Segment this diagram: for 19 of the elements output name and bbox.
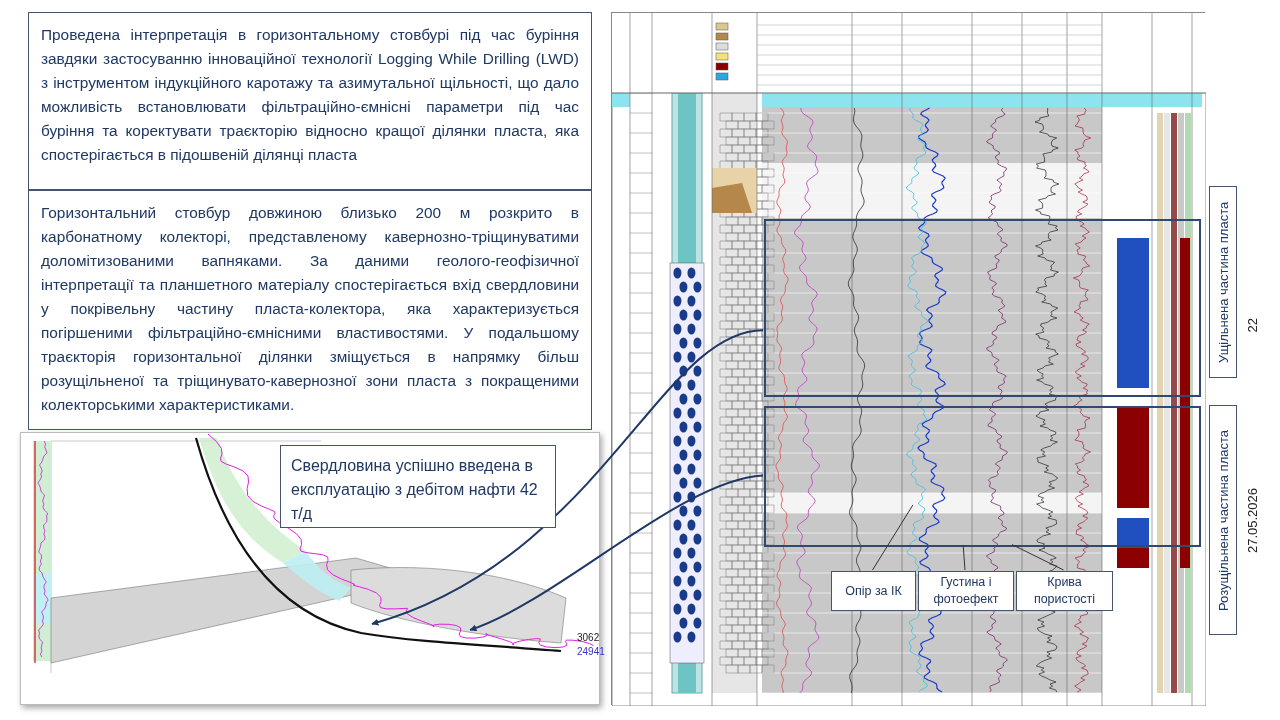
callout-box: Опір за ІК — [831, 571, 916, 611]
highlight-frame — [764, 406, 1201, 547]
curved-arrow — [469, 474, 764, 631]
zone-label: Розущільнена частина пласта — [1209, 405, 1237, 635]
slide-info-label: 27.05.2026 — [1245, 488, 1260, 554]
highlight-frame — [764, 219, 1201, 397]
callout-box: Крива пористості — [1016, 571, 1113, 611]
note-box: Свердловина успішно введена в експлуатацію з дебітом нафти 42 т/д — [280, 445, 556, 528]
zone-label: Ущільнена частина пласта — [1209, 186, 1237, 378]
depth-value-label: 3062 — [577, 632, 600, 643]
text-panel: Проведена інтерпретація в горизонтальному стовбурі під час буріння завдяки застосуванню інноваційної технології Logging While Drilling (LWD) з інструментом індукційного каротажу та азимутальної щільності, що дало можливість встановлювати фільтраційно-ємнісні параметри під час буріння та коректувати траєкторію відносно кращої ділянки пласта, яка спостерігається в підошвеній ділянці пласта — [28, 12, 592, 190]
text-panel: Горизонтальний стовбур довжиною близько 200 м розкрито в карбонатному колекторі, представленому кавернозно-тріщинуватими доломітизованими вапняками. За даними геолого-геофізичної інтерпретації та планшетного матеріалу спостерігається вхід свердловини у покрівельну частину пласта-колектора, яка характеризується погіршеними фільтраційно-ємнісними властивостями. У подальшому траєкторія горизонтальної ділянки зміщується в напрямку більш розущільненої та тріщинувато-кавернозної зони пласта з покращеними колекторськими характеристиками. — [28, 190, 592, 430]
leader-line — [872, 504, 914, 571]
curved-arrow — [371, 329, 764, 626]
callout-box: Густина і фотоефект — [918, 571, 1014, 611]
leader-line — [1011, 544, 1064, 571]
leader-line — [962, 544, 966, 571]
depth-value-label: 24941 — [577, 646, 605, 657]
slide-info-label: 22 — [1245, 318, 1260, 333]
